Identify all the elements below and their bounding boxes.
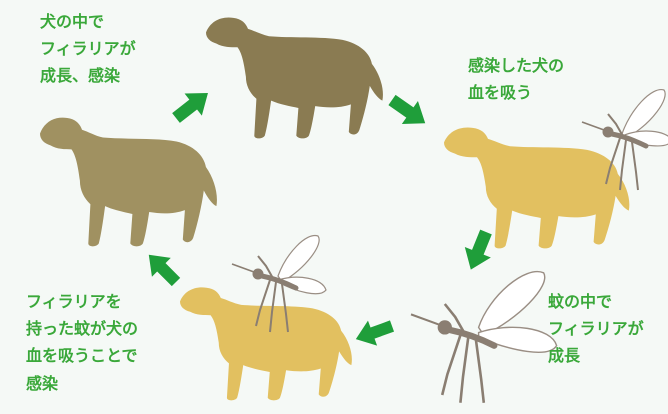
label-top-left: 犬の中で フィラリアが 成長、感染 <box>40 8 136 90</box>
label-line: 血を吸うことで <box>26 346 138 366</box>
label-line: フィラリアが <box>40 39 136 59</box>
dog-icon <box>206 17 383 139</box>
arrow-icon <box>383 88 434 135</box>
label-line: 感染した犬の <box>468 56 565 75</box>
arrow-icon <box>139 245 186 292</box>
label-bottom-right: 蚊の中で フィラリアが 成長 <box>548 288 644 370</box>
label-top-right: 感染した犬の 血を吸う <box>468 52 564 106</box>
mosquito-icon <box>411 270 558 403</box>
label-bottom-left: フィラリアを 持った蚊が犬の 血を吸うことで 感染 <box>26 288 138 397</box>
mosquito-icon <box>582 89 668 190</box>
dog-icon <box>444 127 630 249</box>
dog-icon <box>180 287 352 401</box>
arrow-icon <box>457 226 500 275</box>
label-line: 持った蚊が犬の <box>26 319 139 339</box>
label-line: 犬の中で <box>40 12 105 31</box>
mosquito-icon <box>232 234 327 332</box>
label-line: 成長、感染 <box>40 66 121 86</box>
label-line: 成長 <box>548 346 581 366</box>
label-line: 蚊の中で <box>548 292 613 311</box>
arrow-icon <box>351 313 397 352</box>
arrow-icon <box>167 81 217 130</box>
label-line: 血を吸う <box>468 83 533 103</box>
label-line: フィラリアを <box>26 292 122 311</box>
dog-icon <box>40 117 217 247</box>
label-line: フィラリアが <box>548 319 644 339</box>
label-line: 感染 <box>26 373 59 393</box>
